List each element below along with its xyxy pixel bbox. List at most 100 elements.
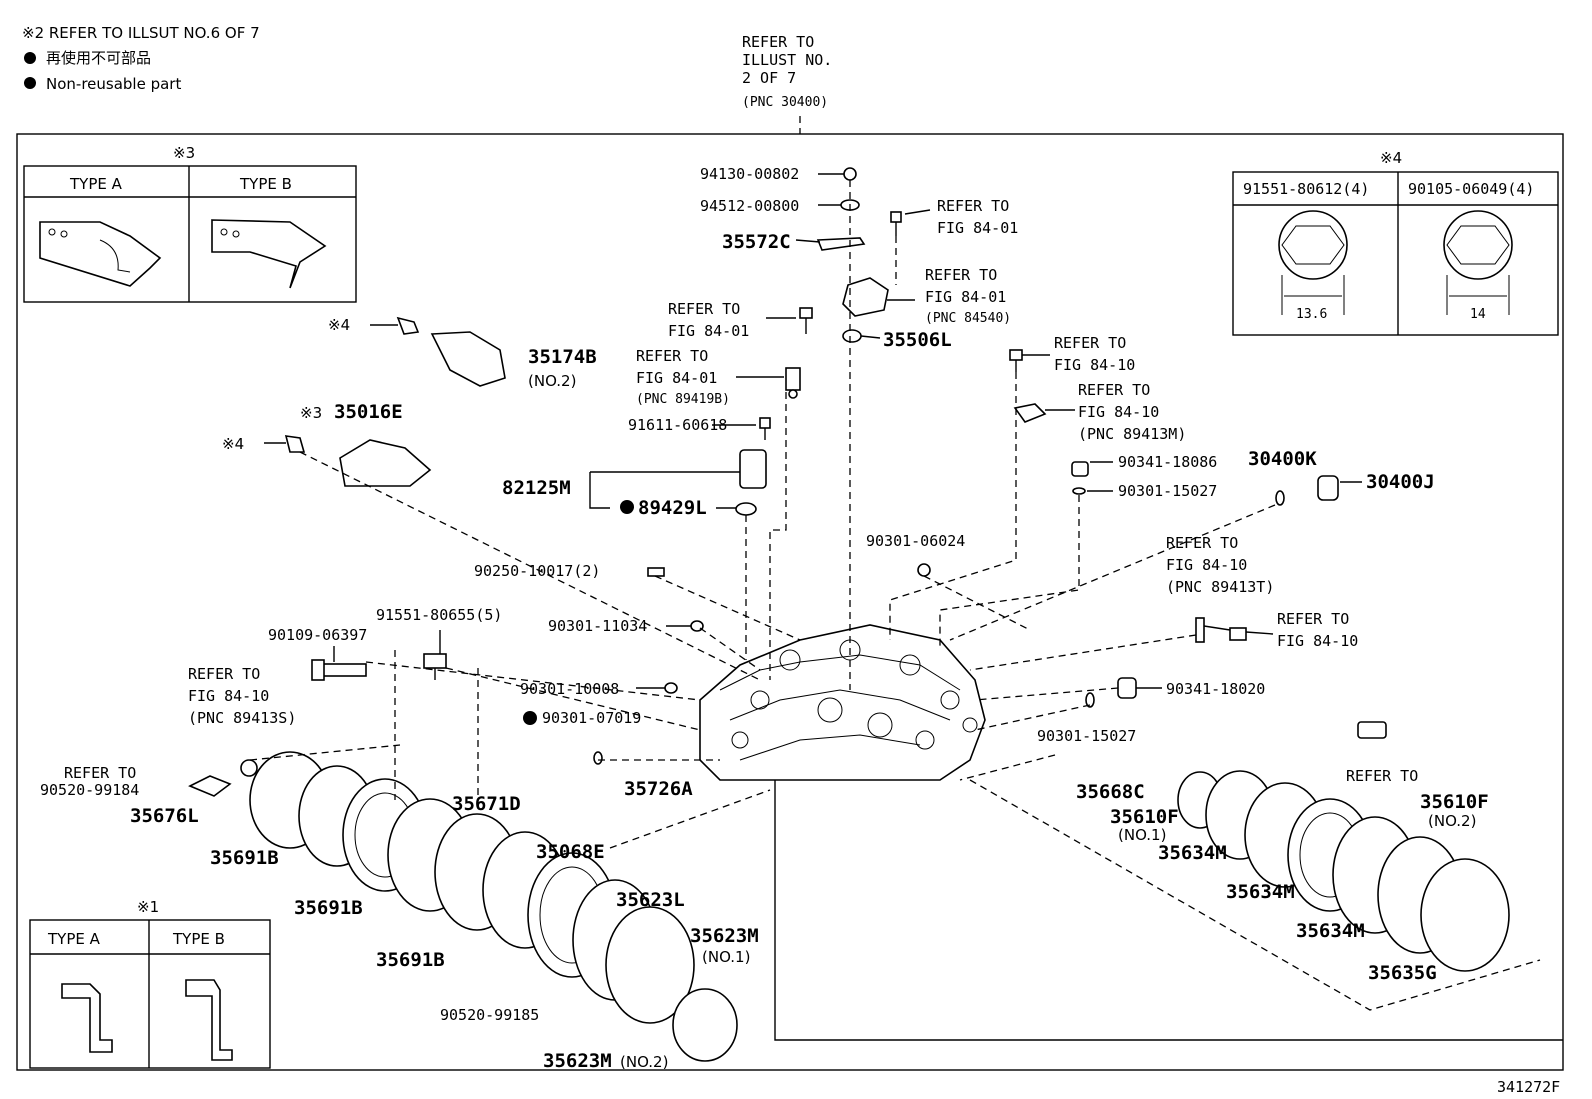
label-90520-99185: 90520-99185 bbox=[440, 1006, 539, 1024]
svg-text:90105-06049(4): 90105-06049(4) bbox=[1408, 180, 1534, 198]
inset-type-4: ※4 91551-80612(4) 90105-06049(4) 13.6 14 bbox=[1232, 149, 1559, 336]
label-35671d: 35671D bbox=[452, 793, 521, 815]
label-90301-10008: 90301-10008 bbox=[520, 680, 619, 698]
svg-text:(NO.2): (NO.2) bbox=[1428, 812, 1476, 830]
label-35634m-c: 35634M bbox=[1296, 920, 1365, 942]
label-35691b-b: 35691B bbox=[294, 897, 363, 919]
bracket-type-b-icon bbox=[211, 219, 327, 289]
svg-text:FIG 84-10: FIG 84-10 bbox=[1166, 556, 1247, 574]
svg-text:FIG 84-01: FIG 84-01 bbox=[925, 288, 1006, 306]
non-reusable-jp: 再使用不可部品 bbox=[46, 49, 151, 67]
svg-text:(PNC 30400): (PNC 30400) bbox=[742, 95, 828, 110]
svg-text:(PNC 89413T): (PNC 89413T) bbox=[1166, 578, 1274, 596]
label-35610f-no2: 35610F bbox=[1420, 791, 1489, 813]
label-30400j: 30400J bbox=[1366, 471, 1435, 493]
label-94512: 94512-00800 bbox=[700, 197, 799, 215]
bracket-type-a-icon bbox=[39, 221, 162, 287]
fastener-icons bbox=[188, 167, 1387, 797]
label-35572c: 35572C bbox=[722, 231, 791, 253]
svg-text:(PNC 89413S): (PNC 89413S) bbox=[188, 709, 296, 727]
label-90341-18020: 90341-18020 bbox=[1166, 680, 1265, 698]
non-reusable-bullet-icon bbox=[24, 77, 36, 89]
label-90301-06024: 90301-06024 bbox=[866, 532, 965, 550]
svg-text:REFER TO: REFER TO bbox=[668, 300, 740, 318]
svg-text:REFER TO: REFER TO bbox=[1346, 767, 1418, 785]
non-reusable-en: Non-reusable part bbox=[46, 75, 181, 93]
svg-text:REFER TO: REFER TO bbox=[188, 665, 260, 683]
label-35726a: 35726A bbox=[624, 778, 693, 800]
label-35174b: 35174B bbox=[528, 346, 597, 368]
label-35068e: 35068E bbox=[536, 841, 605, 863]
svg-text:(NO.1): (NO.1) bbox=[1118, 826, 1166, 844]
label-35634m-a: 35634M bbox=[1158, 842, 1227, 864]
svg-text:※4: ※4 bbox=[1380, 149, 1402, 167]
label-35668c: 35668C bbox=[1076, 781, 1145, 803]
non-reusable-bullet-icon bbox=[620, 500, 634, 514]
svg-text:REFER TO: REFER TO bbox=[742, 33, 814, 51]
svg-text:FIG 84-10: FIG 84-10 bbox=[1078, 403, 1159, 421]
svg-text:FIG 84-01: FIG 84-01 bbox=[668, 322, 749, 340]
svg-text:ILLUST NO.: ILLUST NO. bbox=[742, 51, 832, 69]
figure-id: 341272F bbox=[1497, 1078, 1560, 1096]
label-90301-07019: 90301-07019 bbox=[542, 709, 641, 727]
label-91611: 91611-60618 bbox=[628, 416, 727, 434]
svg-text:REFER TO: REFER TO bbox=[1166, 534, 1238, 552]
label-35610f-no1: 35610F bbox=[1110, 806, 1179, 828]
label-90301-15027: 90301-15027 bbox=[1118, 482, 1217, 500]
svg-text:※1: ※1 bbox=[137, 898, 159, 916]
ref-note: ※2 REFER TO ILLSUT NO.6 OF 7 bbox=[22, 24, 260, 42]
label-35506l: 35506L bbox=[883, 329, 952, 351]
label-90301-11034: 90301-11034 bbox=[548, 617, 647, 635]
svg-text:(PNC 84540): (PNC 84540) bbox=[925, 311, 1011, 326]
main-frame bbox=[16, 133, 1564, 1071]
label-90109: 90109-06397 bbox=[268, 626, 367, 644]
svg-text:(NO.1): (NO.1) bbox=[702, 948, 750, 966]
bolt-head-icon bbox=[1443, 210, 1513, 280]
label-91551-80655: 91551-80655(5) bbox=[376, 606, 502, 624]
label-82125m: 82125M bbox=[502, 477, 571, 499]
label-35016e: 35016E bbox=[334, 401, 403, 423]
svg-text:(NO.2): (NO.2) bbox=[528, 372, 576, 390]
svg-text:FIG 84-10: FIG 84-10 bbox=[1054, 356, 1135, 374]
svg-text:FIG 84-10: FIG 84-10 bbox=[188, 687, 269, 705]
non-reusable-bullet-icon bbox=[24, 52, 36, 64]
svg-text:REFER TO: REFER TO bbox=[937, 197, 1009, 215]
inset-type-3: ※3 TYPE A TYPE B bbox=[23, 144, 357, 303]
svg-text:FIG 84-01: FIG 84-01 bbox=[636, 369, 717, 387]
svg-text:TYPE B: TYPE B bbox=[172, 930, 225, 948]
sub-frame bbox=[774, 780, 1563, 1041]
svg-text:REFER TO: REFER TO bbox=[636, 347, 708, 365]
label-35634m-b: 35634M bbox=[1226, 881, 1295, 903]
svg-text:FIG 84-10: FIG 84-10 bbox=[1277, 632, 1358, 650]
label-94130: 94130-00802 bbox=[700, 165, 799, 183]
svg-text:TYPE B: TYPE B bbox=[239, 175, 292, 193]
clutch-stack-left bbox=[249, 751, 738, 1062]
label-35691b-a: 35691B bbox=[210, 847, 279, 869]
svg-text:※4: ※4 bbox=[328, 316, 350, 334]
svg-text:※3: ※3 bbox=[173, 144, 195, 162]
svg-text:TYPE A: TYPE A bbox=[69, 175, 123, 193]
svg-text:FIG 84-01: FIG 84-01 bbox=[937, 219, 1018, 237]
svg-text:REFER TO: REFER TO bbox=[925, 266, 997, 284]
sensor-type-b-icon bbox=[185, 979, 233, 1061]
svg-text:(PNC 89413M): (PNC 89413M) bbox=[1078, 425, 1186, 443]
label-30400k: 30400K bbox=[1248, 448, 1317, 470]
sensor-type-a-icon bbox=[61, 983, 113, 1053]
label-89429l: 89429L bbox=[638, 497, 707, 519]
illust-ref-callout: REFER TO ILLUST NO. 2 OF 7 (PNC 30400) bbox=[742, 33, 832, 110]
svg-text:※4: ※4 bbox=[222, 435, 244, 453]
label-35623l: 35623L bbox=[616, 889, 685, 911]
inset-type-1: ※1 TYPE A TYPE B bbox=[29, 898, 271, 1069]
label-35623m-no2: 35623M bbox=[543, 1050, 612, 1072]
svg-text:13.6: 13.6 bbox=[1296, 307, 1327, 322]
clutch-stack-right bbox=[1177, 770, 1510, 972]
svg-text:(PNC 89419B): (PNC 89419B) bbox=[636, 392, 730, 407]
leader-lines bbox=[249, 173, 1541, 1011]
svg-text:REFER TO: REFER TO bbox=[1277, 610, 1349, 628]
part-labels: 94130-00802 94512-00800 35572C REFER TO … bbox=[40, 165, 1489, 1072]
label-35676l: 35676L bbox=[130, 805, 199, 827]
svg-text:(NO.2): (NO.2) bbox=[620, 1053, 668, 1071]
label-90341-18086: 90341-18086 bbox=[1118, 453, 1217, 471]
label-35635g: 35635G bbox=[1368, 962, 1437, 984]
